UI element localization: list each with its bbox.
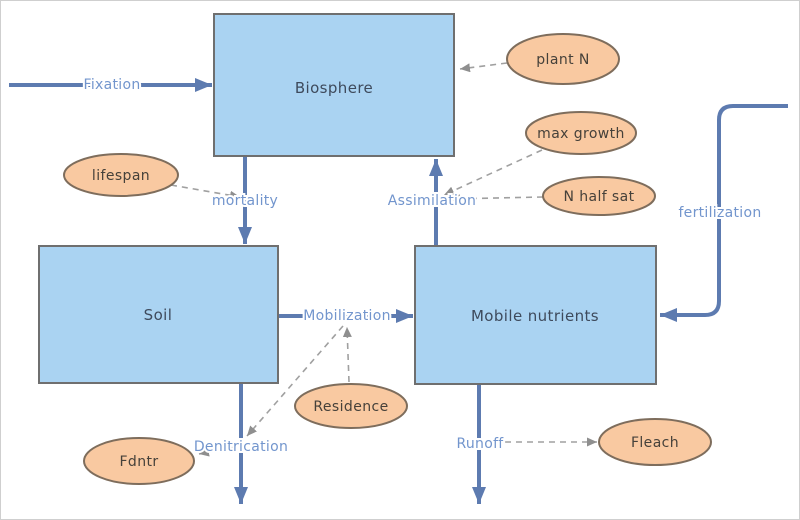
influence-max-growth-to-assimilation[interactable]: [443, 149, 543, 196]
variable-lifespan-shape[interactable]: [63, 153, 179, 197]
variable-max-growth-label: max growth: [537, 126, 625, 142]
variable-fleach-shape[interactable]: [598, 418, 712, 466]
flow-fertilization-label: fertilization: [678, 205, 761, 221]
flow-mobilization-label: Mobilization: [303, 308, 391, 324]
variable-fleach[interactable]: Fleach: [598, 418, 712, 466]
influence-plant-n-to-biosphere[interactable]: [459, 62, 508, 73]
flow-fertilization-line[interactable]: [660, 104, 788, 322]
stock-biosphere[interactable]: Biosphere: [213, 13, 455, 157]
variable-lifespan-label: lifespan: [92, 168, 150, 184]
variable-plant-n[interactable]: plant N: [506, 33, 620, 85]
variable-fdntr-shape[interactable]: [83, 437, 195, 485]
variable-residence[interactable]: Residence: [294, 383, 408, 429]
stock-mobile-nutrients-box[interactable]: [414, 245, 657, 385]
influence-lifespan-to-mortality[interactable]: [170, 184, 241, 200]
variable-residence-shape[interactable]: [294, 383, 408, 429]
influence-mobilization-to-denitrication[interactable]: [246, 325, 344, 437]
flow-assimilation-label: Assimilation: [388, 193, 476, 209]
variable-fdntr-label: Fdntr: [119, 454, 158, 470]
influence-n-half-sat-to-assimilation[interactable]: [449, 194, 544, 204]
flow-runoff-label: Runoff: [456, 436, 504, 452]
variable-n-half-sat[interactable]: N half sat: [542, 176, 656, 216]
influence-residence-to-mobilization[interactable]: [342, 326, 352, 383]
flow-denitrication-label: Denitrication: [194, 439, 288, 455]
stock-soil-box[interactable]: [38, 245, 279, 384]
variable-max-growth-shape[interactable]: [525, 111, 637, 155]
variable-max-growth[interactable]: max growth: [525, 111, 637, 155]
variable-residence-label: Residence: [313, 399, 388, 415]
stock-soil[interactable]: Soil: [38, 245, 279, 384]
variable-plant-n-label: plant N: [536, 52, 589, 68]
variable-fleach-label: Fleach: [631, 435, 679, 451]
stock-mobile-nutrients-label: Mobile nutrients: [471, 307, 599, 325]
variable-n-half-sat-label: N half sat: [563, 189, 634, 205]
variable-lifespan[interactable]: lifespan: [63, 153, 179, 197]
variable-fdntr[interactable]: Fdntr: [83, 437, 195, 485]
flow-fixation-label: Fixation: [83, 77, 140, 93]
stock-soil-label: Soil: [144, 306, 173, 324]
stock-biosphere-label: Biosphere: [295, 79, 373, 97]
stock-biosphere-box[interactable]: [213, 13, 455, 157]
variable-n-half-sat-shape[interactable]: [542, 176, 656, 216]
flow-mortality-label: mortality: [212, 193, 278, 209]
variable-plant-n-shape[interactable]: [506, 33, 620, 85]
flow-fertilization[interactable]: [660, 104, 788, 322]
stock-mobile-nutrients[interactable]: Mobile nutrients: [414, 245, 657, 385]
